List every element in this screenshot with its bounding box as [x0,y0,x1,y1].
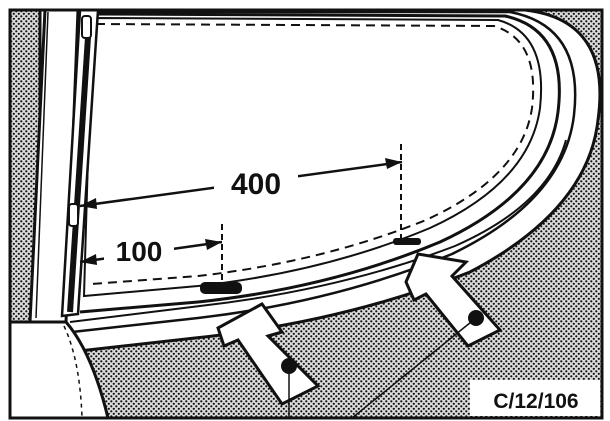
clip-arrow-right [351,252,503,418]
leader-right [351,317,477,418]
dim-400-arrow-left [80,198,97,209]
lower-left-contour [63,325,83,418]
glass-edge-dashed [91,23,535,285]
glass-pane [82,16,542,298]
pillar-clip-mid [68,203,79,227]
seal-outer-line [71,10,577,334]
figure-border [8,8,604,420]
dim-100-arrow-right [205,239,222,250]
dim-100-label: 100 [116,236,163,267]
clip-arrow-left [216,302,321,418]
figure-ref-label: C/12/106 [493,390,578,413]
dim-400-label-bg [214,164,298,196]
sill-strip [69,139,567,323]
pillar-clip-top [81,15,92,39]
pillar-rubber-strip [67,21,92,313]
seal-inner-line [79,12,561,314]
dim-100-label-bg [104,234,174,264]
figure-ref-bg [470,380,600,416]
clip-mark-100 [200,282,242,294]
dim-100-arrow-left [80,254,97,265]
clip-mark-400 [393,238,421,245]
dim-400-label: 400 [231,168,281,201]
pillar-edge-line [35,11,49,319]
dim-400-arrow-right [385,158,402,169]
